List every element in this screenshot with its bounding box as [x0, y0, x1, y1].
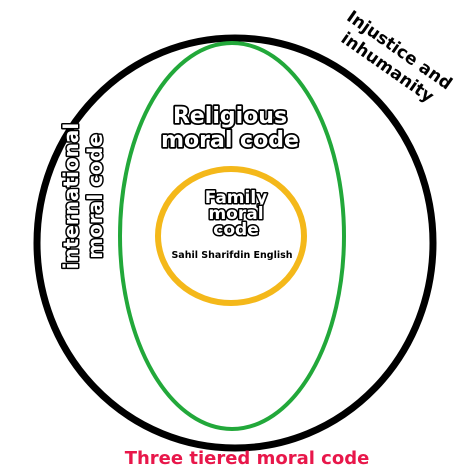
credit-text: Sahil Sharifdin English	[171, 250, 292, 261]
caption-title: Three tiered moral code	[125, 448, 370, 469]
family-label-line1: Family	[205, 188, 268, 208]
international-label: international moral code	[58, 121, 109, 271]
international-label-line1: international	[59, 123, 83, 270]
family-label-line3: code	[213, 220, 258, 240]
middle-ellipse	[118, 41, 346, 431]
outer-ellipse	[33, 34, 437, 452]
religious-label-line1: Religious	[173, 104, 287, 129]
outer-label: Injustice and inhumanity	[337, 7, 456, 107]
religious-label-line2: moral code	[161, 128, 299, 153]
family-label-line2: moral	[208, 204, 263, 224]
inner-circle	[155, 166, 307, 306]
international-label-line2: moral code	[83, 133, 107, 258]
